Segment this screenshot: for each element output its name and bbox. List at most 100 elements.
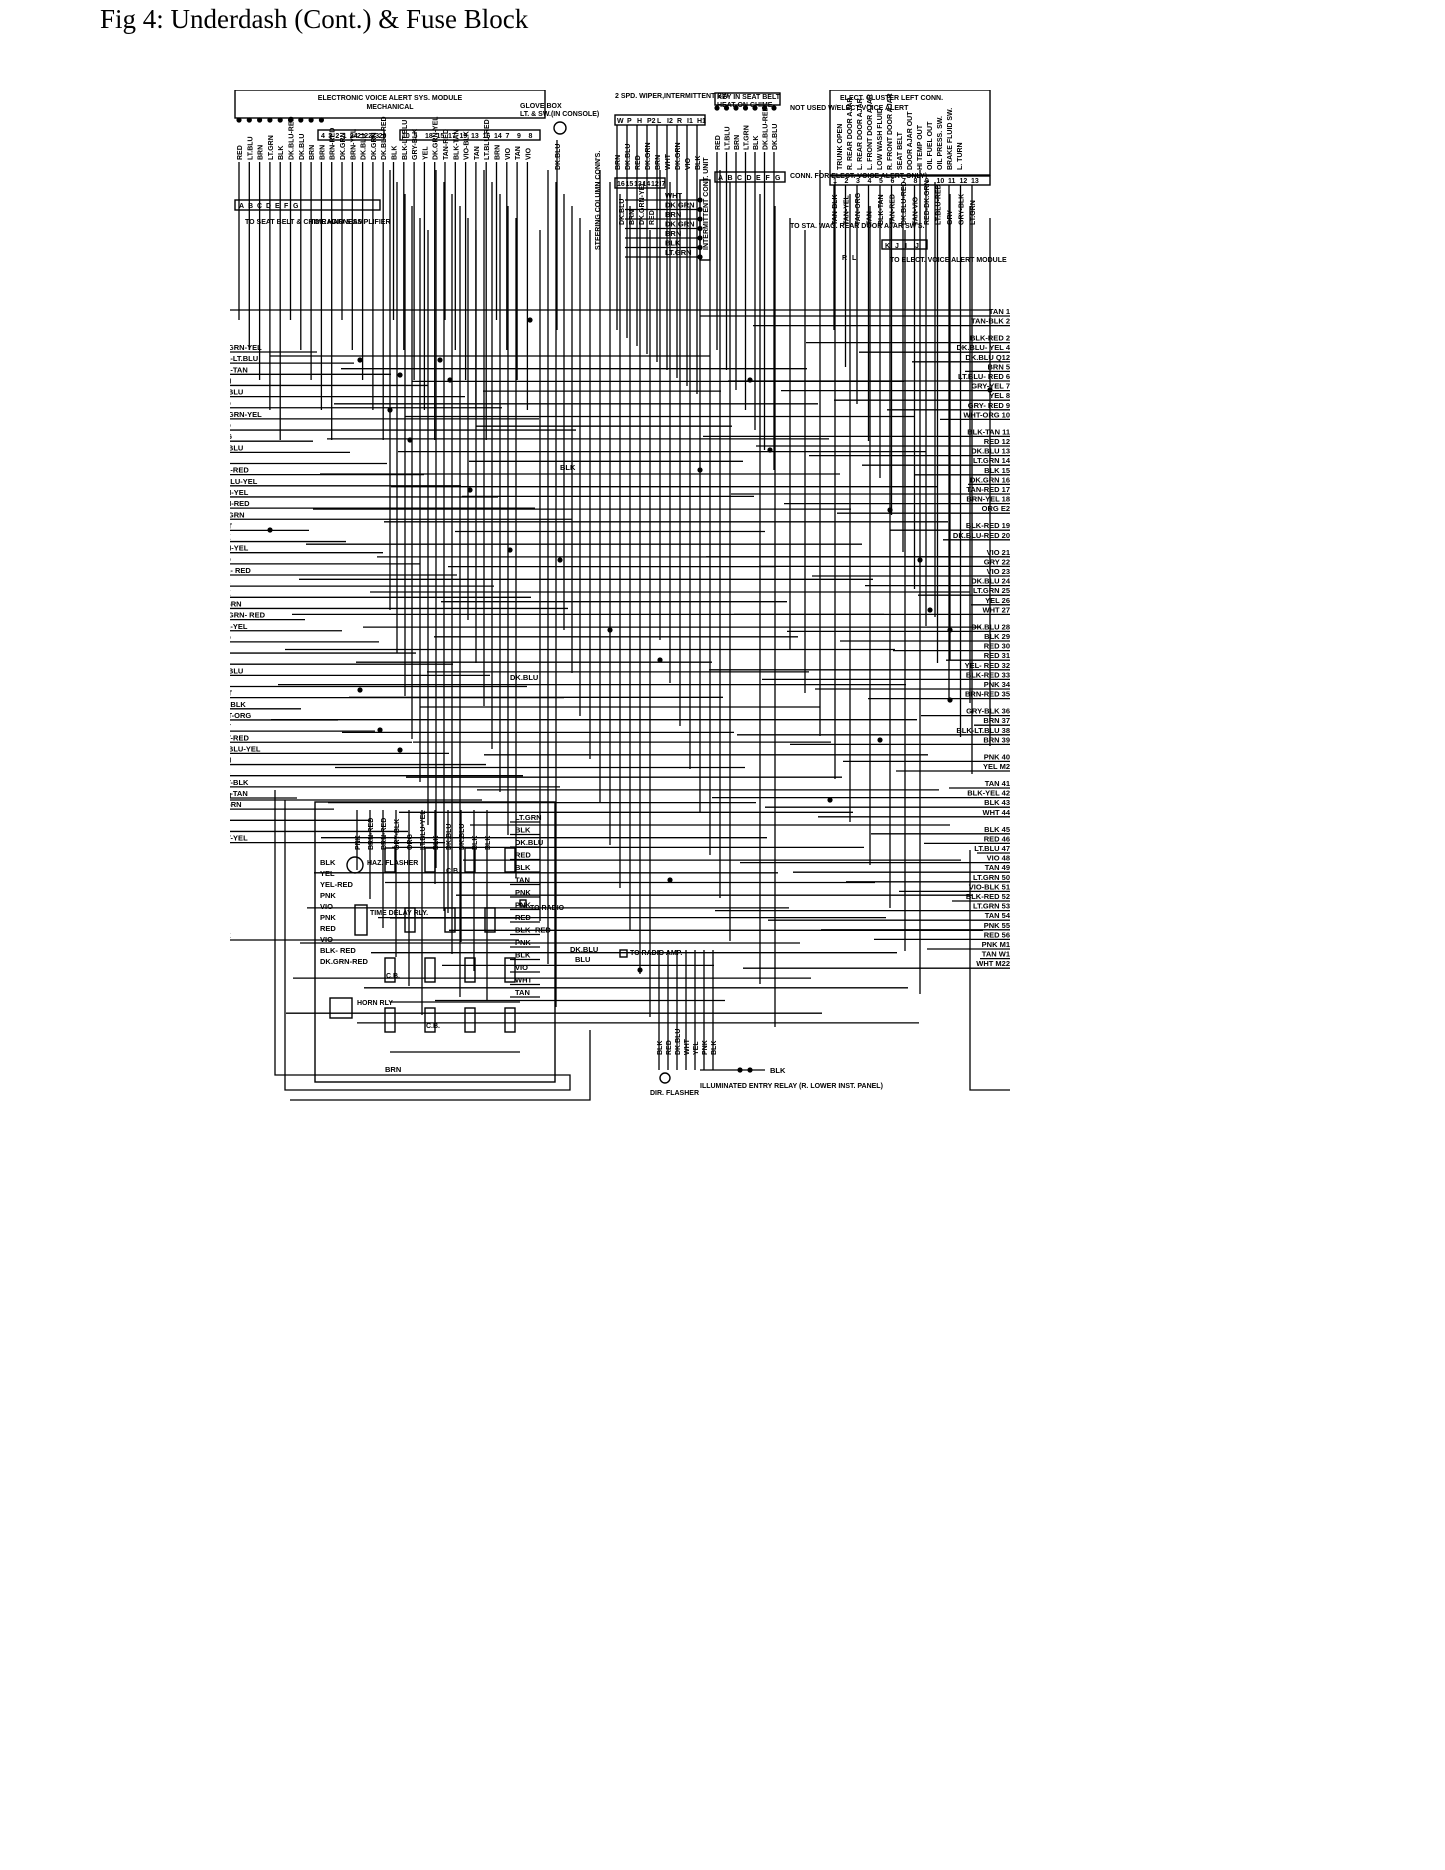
left-harness-label: DK.GRN-YEL: [230, 343, 262, 352]
junction-dot: [308, 117, 314, 123]
wiper-lower-pin: I7: [660, 181, 666, 188]
right-harness-label: BLK-RED 19: [966, 521, 1010, 530]
bottom-wire-label: BLK: [711, 1041, 718, 1055]
left-harness-label: GRY-YEL: [230, 834, 248, 843]
fuse-right-label: BLK: [515, 826, 531, 835]
left-harness-label: BRN-YEL: [230, 488, 249, 497]
voice-alert-pin: 16: [483, 133, 491, 140]
bottom-wire-label: DK.BLU: [675, 1029, 682, 1055]
fuse-left-label: PNK: [320, 913, 336, 922]
wiper-pin: H1: [697, 118, 706, 125]
right-harness-label: PNK 55: [984, 921, 1010, 930]
haz-flasher-icon: [346, 856, 364, 874]
cluster-pin: 8: [914, 178, 918, 185]
cluster-pin: 4: [868, 178, 872, 185]
voice-alert-pin: 15: [437, 133, 445, 140]
junction-dot: [637, 967, 643, 973]
cluster-wire-label: LT.GRN: [970, 200, 977, 225]
cluster-wire-label: TAN: [867, 211, 874, 225]
voice-alert-pin: 5: [414, 133, 418, 140]
left-harness-label: RED: [230, 421, 231, 430]
junction-dot: [407, 437, 413, 443]
voice-alert-wire-label: DK.BLU: [299, 134, 306, 160]
right-harness-label: BLK 15: [984, 466, 1010, 475]
voice-alert-wire-label: DK.BLU-RED: [381, 116, 388, 160]
left-harness-label: WHT-ORG: [230, 711, 251, 720]
right-harness-label: TAN 49: [985, 863, 1010, 872]
voice-alert-wire-label: DK.BLU-RED: [289, 116, 296, 160]
horn-relay-label: HORN RLY: [357, 1000, 393, 1007]
wiper-wire-label: VIO: [685, 157, 692, 170]
voice-alert-wire-label: BRN: [495, 145, 502, 160]
junction-dot: [447, 377, 453, 383]
junction-dot: [357, 687, 363, 693]
fuse: [424, 957, 436, 983]
right-harness-label: WHT 27: [982, 605, 1010, 614]
glove-box-lamp-icon: [553, 121, 567, 135]
glove-box-title: GLOVE BOX: [520, 103, 562, 110]
mid-wire-label: BLU: [575, 955, 590, 964]
key-in-pin: F: [766, 175, 771, 182]
seat-belt-connector: [234, 199, 381, 211]
key-in-pin: A: [718, 175, 723, 182]
right-harness-label: BLK-RED 33: [966, 670, 1010, 679]
junction-dot: [737, 1067, 743, 1073]
right-harness-label: TAN 54: [985, 911, 1011, 920]
illuminated-entry-label: ILLUMINATED ENTRY RELAY (R. LOWER INST. …: [700, 1083, 883, 1090]
left-harness-label: LT.GRN: [230, 800, 242, 809]
voice-alert-wire-label: YEL: [422, 146, 429, 160]
right-harness-label: TAN 41: [985, 779, 1010, 788]
right-harness-label: GRY- RED 9: [968, 401, 1010, 410]
left-harness-label: BLK: [230, 577, 231, 586]
wiper-wire-label: RED: [635, 155, 642, 170]
voice-alert-pin: 4: [321, 133, 325, 140]
voice-alert-pin: 14: [494, 133, 502, 140]
bottom-ground-label: BLK: [770, 1066, 786, 1075]
right-harness-label: GRY 22: [984, 557, 1010, 566]
wiper-pin-strip: [614, 114, 706, 126]
right-harness-label: RED 31: [984, 651, 1010, 660]
junction-dot: [246, 117, 252, 123]
wiper-lower-pin: 15: [626, 181, 634, 188]
circuit-breaker-label: C.B.: [446, 868, 460, 875]
cluster-wire-label: GRY-BLK: [959, 194, 966, 225]
left-harness-label: BLK-TAN: [230, 789, 248, 798]
to-radio-amp-label: TO RADIO AMP.: [630, 950, 682, 957]
fuse-right-label: PNK: [515, 938, 531, 947]
right-harness-label: LT.BLU 47: [974, 844, 1010, 853]
junction-dot: [437, 357, 443, 363]
dir-flasher-icon: [659, 1072, 671, 1084]
voice-alert-wire-label: LT.BLU: [247, 136, 254, 160]
left-harness-label: LT.BLU-YEL: [230, 477, 258, 486]
voice-alert-pin: 7: [506, 133, 510, 140]
bottom-wire-label: RED: [666, 1040, 673, 1055]
junction-dot: [557, 557, 563, 563]
left-harness-label: GRY-BLK: [230, 778, 249, 787]
cluster-box: [829, 90, 991, 176]
cluster-function-label: OIL PRESS. SW.: [937, 116, 944, 170]
cluster-sub-pin: J: [895, 243, 899, 250]
wiper-pin: I2: [667, 118, 673, 125]
connector-pin: G: [293, 203, 299, 210]
fuse-right-label: VIO: [515, 963, 528, 972]
left-harness-label: DK.GRN-YEL: [230, 410, 262, 419]
left-harness-label: WHT: [230, 689, 232, 698]
cluster-wire-label: TAN-YEL: [844, 194, 851, 225]
wiper-wire-label: BLK: [695, 156, 702, 170]
right-harness-label: BRN-RED 35: [965, 690, 1010, 699]
cluster-pin: 6: [891, 178, 895, 185]
junction-dot: [747, 1067, 753, 1073]
mid-wire-label: BRN: [385, 1065, 401, 1074]
fuse-right-label: WHT: [515, 976, 532, 985]
junction-dot: [761, 105, 768, 111]
wiper-wire-label: DK.GRN: [645, 142, 652, 170]
wiper-cable-label: BRN: [665, 210, 681, 219]
connector-pin: C: [257, 203, 262, 210]
right-harness-label: YEL M2: [983, 762, 1010, 771]
cluster-rl-label: L: [852, 255, 857, 262]
key-in-wire-label: RED: [715, 135, 722, 150]
cluster-wire-label: TAN-ORG: [855, 192, 862, 225]
connector-pin: A: [239, 203, 244, 210]
junction-dot: [607, 627, 613, 633]
cluster-function-label: LOW WASH FLUID: [877, 108, 884, 170]
